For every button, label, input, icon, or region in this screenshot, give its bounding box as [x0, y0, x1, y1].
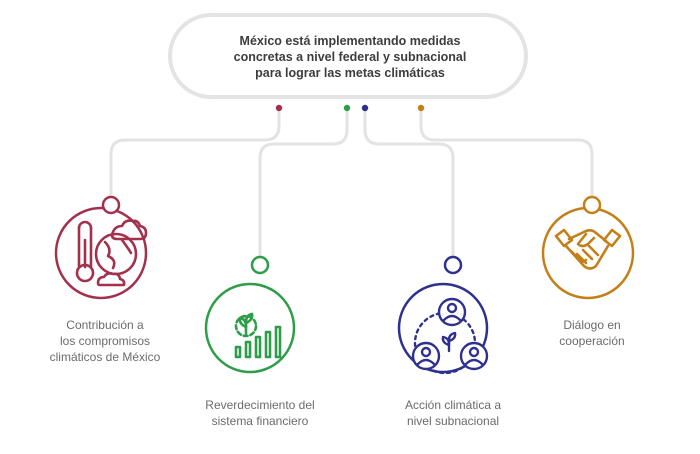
connector-3 — [363, 110, 455, 262]
label-climate-commitments: Contribución a los compromisos climático… — [49, 318, 161, 364]
badge-green-finance — [204, 255, 296, 374]
connector-dot-3 — [361, 104, 369, 112]
connector-2 — [258, 110, 349, 262]
label-cooperation: Diálogo en cooperación — [559, 318, 625, 348]
connector-dot-2 — [343, 104, 351, 112]
header-pill — [168, 13, 528, 99]
badge-cooperation — [541, 195, 635, 300]
thermometer-globe-icon — [75, 219, 148, 287]
growth-bars-icon — [234, 312, 282, 359]
handshake-icon — [554, 228, 622, 270]
connector-4 — [419, 110, 594, 206]
connector-dot-4 — [417, 104, 425, 112]
label-green-finance: Reverdecimiento del sistema financiero — [205, 398, 315, 428]
connector-1 — [109, 110, 281, 206]
header-text: México está implementando medidas concre… — [233, 34, 467, 80]
community-cycle-icon — [411, 297, 489, 375]
connector-dot-1 — [275, 104, 283, 112]
badge-climate-commitments — [54, 195, 148, 300]
label-subnational-action: Acción climática a nivel subnacional — [404, 398, 502, 428]
badge-subnational-action — [397, 255, 489, 375]
